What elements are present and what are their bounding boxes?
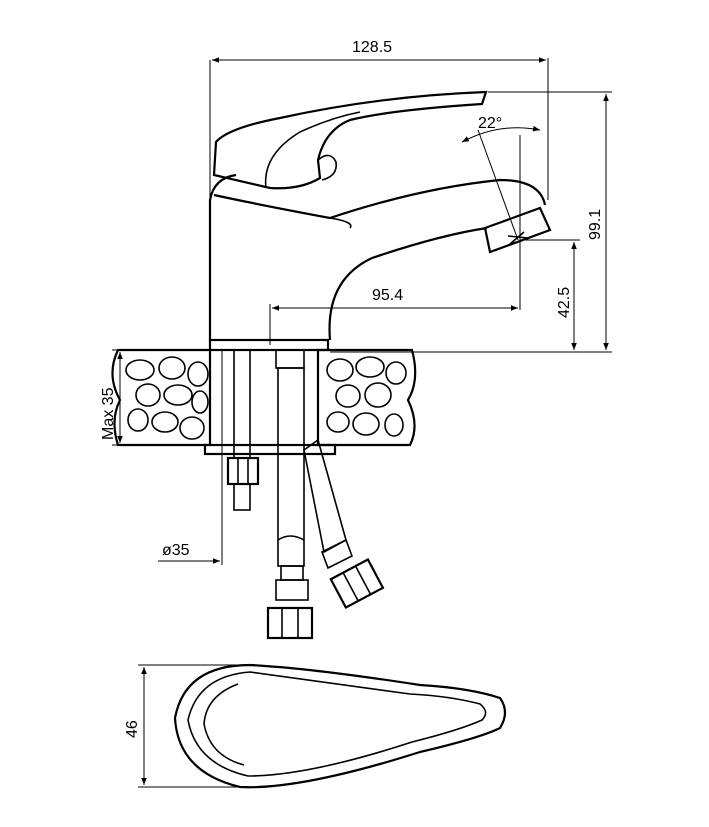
- dim-spout-height: 42.5: [556, 287, 573, 318]
- aerator: [483, 206, 552, 254]
- supply-hose-straight: [266, 349, 314, 640]
- faucet-spout: [213, 178, 547, 220]
- dim-max-counter: Max 35: [100, 387, 117, 440]
- dimension-lines: [112, 57, 612, 788]
- handle-top-view: [173, 663, 507, 789]
- countertop-section: [111, 348, 417, 456]
- dim-handle-width: 46: [124, 720, 141, 738]
- supply-hose-angled: [303, 438, 385, 610]
- dim-hole-diameter: ø35: [162, 542, 190, 559]
- dim-height-total: 99.1: [587, 209, 604, 240]
- base-flange: [208, 338, 330, 352]
- dim-spout-reach: 95.4: [372, 287, 403, 304]
- handle-lever: [212, 90, 488, 190]
- dim-width-total: 128.5: [352, 39, 392, 56]
- mounting-stud: [226, 349, 260, 511]
- dim-spout-angle: 22°: [478, 115, 502, 132]
